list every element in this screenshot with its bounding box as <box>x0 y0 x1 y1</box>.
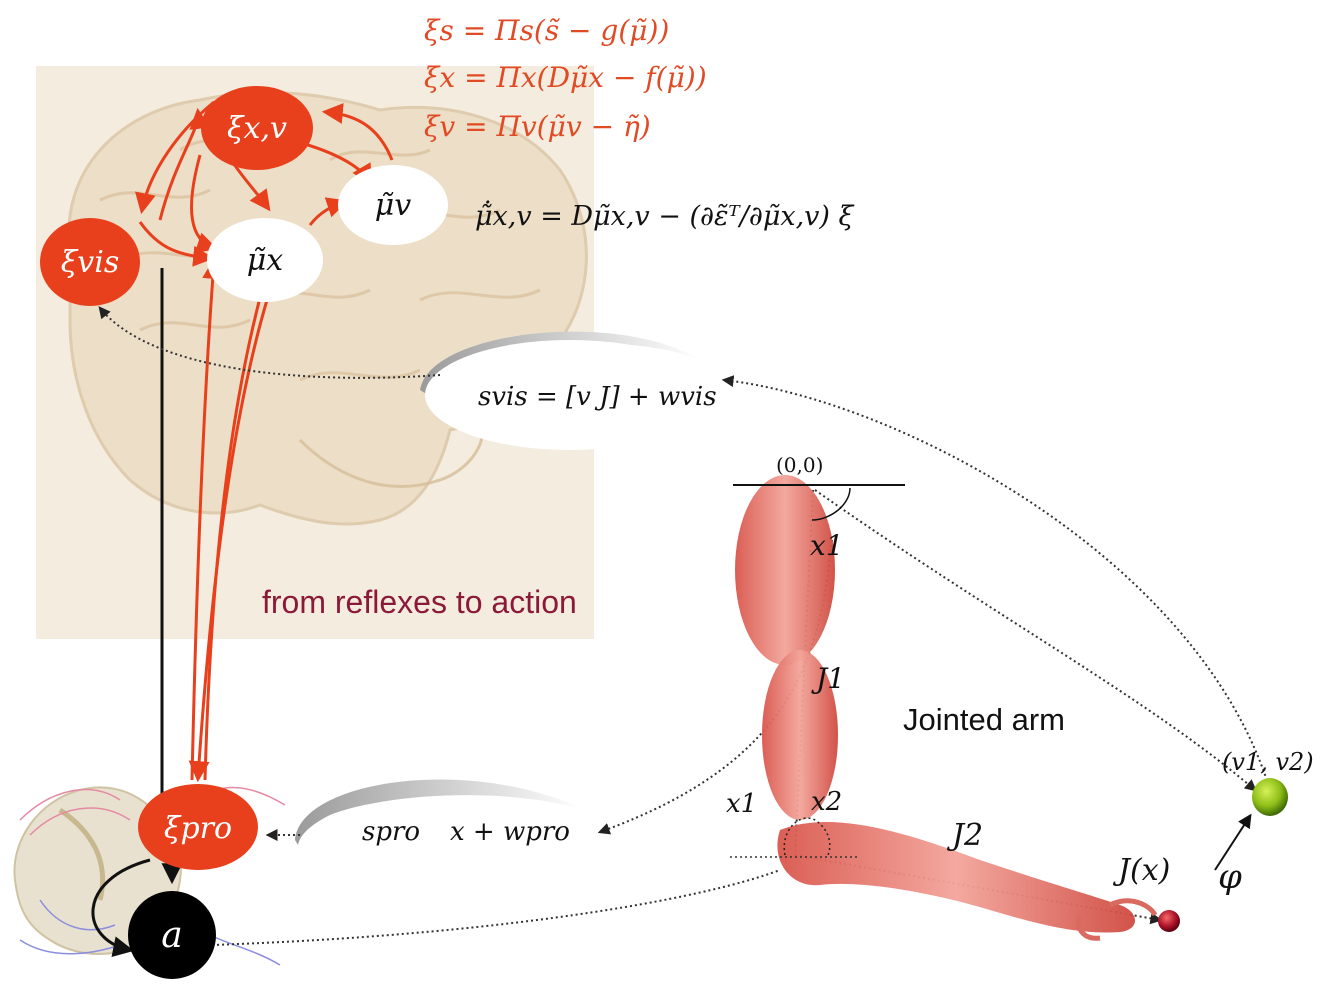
origin-to-target <box>814 489 1257 792</box>
label-J1: J1 <box>811 662 845 695</box>
equation-xi-x: ξx = Πx(Dμ̃x − f(μ̃)) <box>424 61 707 94</box>
vis-swoosh <box>420 331 700 395</box>
label-Jx: J(x) <box>1112 853 1170 888</box>
label-target: (v1, v2) <box>1222 748 1314 776</box>
equation-s-vis: svis = [v J] + wvis <box>478 382 717 412</box>
target-ball <box>1252 778 1288 816</box>
arrow-xipro-to-mux <box>190 257 224 781</box>
equation-s-pro-rhs: x + wpro <box>450 817 570 847</box>
arrow-xivis-to-xv <box>158 107 211 221</box>
red-connections <box>135 100 394 783</box>
node-mu-x: μ̃x <box>207 218 323 302</box>
node-xi-vis: ξvis <box>40 218 140 306</box>
node-xi-xv: ξx,v <box>201 86 313 170</box>
equation-s-pro: spro <box>362 817 420 847</box>
node-mu-x-label: μ̃x <box>247 243 283 278</box>
label-x1-elbow: x1 <box>726 789 757 819</box>
node-xi-vis-label: ξvis <box>61 245 119 280</box>
arm-illustration <box>735 475 1158 941</box>
arrow-loop-to-a <box>91 858 151 957</box>
label-x1-top: x1 <box>810 529 844 562</box>
label-x2: x2 <box>811 787 842 817</box>
node-mu-v-label: μ̃v <box>375 188 411 223</box>
node-action-label: a <box>161 915 182 956</box>
target-to-svis <box>721 375 1271 791</box>
node-xi-xv-label: ξx,v <box>227 111 287 146</box>
arm-title: Jointed arm <box>903 702 1065 737</box>
label-J2: J2 <box>946 818 983 853</box>
phi-arrow <box>1214 813 1252 871</box>
equation-xi-v: ξv = Πv(μ̃v − η̃) <box>424 110 651 143</box>
arrow-xv-down <box>190 154 218 253</box>
node-action: a <box>128 891 216 979</box>
equation-mu-dot: μ̃̇x,v = Dμ̃x,v − (∂ε̃ᵀ/∂μ̃x,v) ξ <box>475 199 855 232</box>
x1-angle-arc <box>811 487 851 521</box>
arrow-muv-to-xv <box>321 103 394 161</box>
label-origin: (0,0) <box>776 453 823 477</box>
caption-reflexes: from reflexes to action <box>262 584 577 620</box>
label-phi: φ <box>1218 857 1242 897</box>
a-to-arm <box>211 869 781 946</box>
equation-xi-s: ξs = Πs(s̃ − g(μ̃)) <box>424 14 669 47</box>
vis-ellipse <box>425 340 715 450</box>
pro-swoosh <box>295 779 585 845</box>
arrow-xivis-to-mux <box>138 221 215 267</box>
elbow-angle-arc <box>783 817 831 856</box>
node-xi-pro: ξpro <box>138 784 258 870</box>
hand-dot <box>1158 910 1180 932</box>
line-xipro-mux-2 <box>203 289 264 781</box>
vis-to-xivis <box>98 306 441 379</box>
node-mu-v: μ̃v <box>338 165 448 245</box>
node-xi-pro-label: ξpro <box>164 811 232 846</box>
